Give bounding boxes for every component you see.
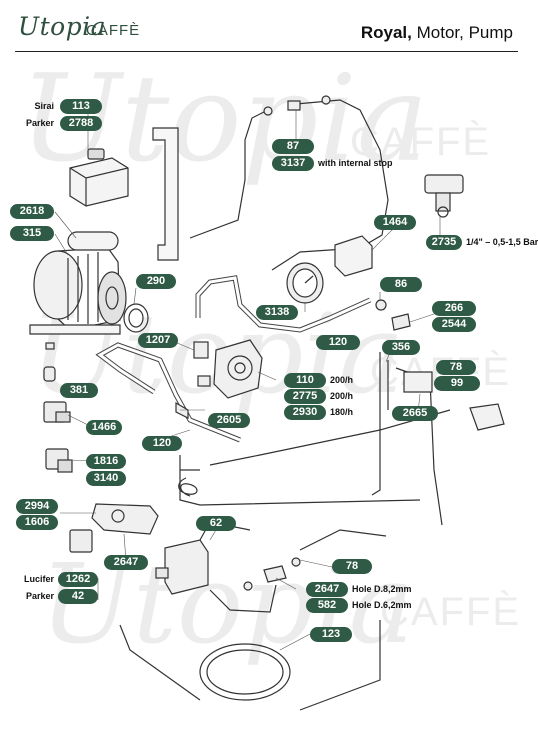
solenoid-valve-part: [45, 448, 73, 473]
callout-78-bottom[interactable]: 78: [332, 559, 372, 574]
note-pressure-range: 1/4" – 0,5-1,5 Bar: [466, 237, 538, 247]
solenoid-valve-part: [43, 401, 71, 423]
callout-1606[interactable]: 1606: [16, 515, 58, 530]
callout-1816[interactable]: 1816: [86, 454, 126, 469]
callout-2665[interactable]: 2665: [392, 406, 438, 421]
callout-266[interactable]: 266: [432, 301, 476, 316]
note-hole-6: Hole D.6,2mm: [352, 600, 412, 610]
callout-2647-right[interactable]: 2647: [306, 582, 348, 597]
callout-1466[interactable]: 1466: [86, 420, 122, 435]
copper-tube-part: [119, 584, 381, 711]
callout-290[interactable]: 290: [136, 274, 176, 289]
flexible-hose-part: [195, 275, 372, 333]
drain-hose-part: [199, 643, 291, 701]
header-divider: [15, 51, 518, 52]
bracket-1464-part: [334, 235, 373, 277]
callout-582[interactable]: 582: [306, 598, 348, 613]
callout-1464[interactable]: 1464: [374, 215, 416, 230]
fitting-2647-part: [263, 565, 287, 583]
watermark-caffe: CAFFÈ: [380, 590, 522, 634]
callout-86[interactable]: 86: [380, 277, 422, 292]
callout-2788[interactable]: 2788: [60, 116, 102, 131]
copper-tube-part: [189, 110, 267, 239]
note-sirai: Sirai: [34, 101, 54, 111]
callout-110[interactable]: 110: [284, 373, 326, 388]
callout-2647-left[interactable]: 2647: [104, 555, 148, 570]
note-internal-stop: with internal stop: [318, 158, 393, 168]
callout-356[interactable]: 356: [382, 340, 420, 355]
callout-3138[interactable]: 3138: [256, 305, 298, 320]
callout-1262[interactable]: 1262: [58, 572, 98, 587]
callout-381[interactable]: 381: [60, 383, 98, 398]
note-lucifer: Lucifer: [23, 574, 54, 584]
callout-3137[interactable]: 3137: [272, 156, 314, 171]
callout-2735[interactable]: 2735: [426, 235, 462, 250]
note-flow-2775: 200/​h: [330, 391, 354, 401]
pressurestat-part: [424, 174, 464, 218]
page-title: Royal, Motor, Pump: [361, 23, 513, 43]
note-parker: Parker: [25, 118, 54, 128]
callout-42[interactable]: 42: [58, 589, 98, 604]
watermark-caffe: CAFFÈ: [350, 120, 492, 164]
callout-2994[interactable]: 2994: [16, 499, 58, 514]
callout-120-top[interactable]: 120: [316, 335, 360, 350]
fitting-266-part: [391, 313, 411, 331]
callout-99[interactable]: 99: [434, 376, 480, 391]
callout-78-top[interactable]: 78: [436, 360, 476, 375]
page-title-bold: Royal,: [360, 23, 412, 42]
brand-logo-caffe: CAFFÈ: [86, 22, 141, 39]
callout-315[interactable]: 315: [10, 226, 54, 241]
callout-1207[interactable]: 1207: [138, 333, 178, 348]
callout-120-bottom[interactable]: 120: [142, 436, 182, 451]
rotary-pump-part: [193, 339, 263, 399]
brand-logo-script: Utopia: [18, 12, 107, 41]
callout-2605[interactable]: 2605: [208, 413, 250, 428]
copper-tube-part: [271, 99, 389, 271]
callout-87[interactable]: 87: [272, 139, 314, 154]
note-flow-110: 200/​h: [330, 375, 354, 385]
clamp-part: [123, 303, 149, 333]
mounting-bracket-part: [152, 127, 179, 261]
note-hole-8: Hole D.8,2mm: [352, 584, 412, 594]
valve-block-part: [69, 503, 159, 553]
water-box-part: [155, 539, 209, 595]
note-flow-2930: 180/​h: [330, 407, 354, 417]
fitting-86-part: [375, 299, 387, 311]
callout-3140[interactable]: 3140: [86, 471, 126, 486]
callout-113[interactable]: 113: [60, 99, 102, 114]
callout-123[interactable]: 123: [310, 627, 352, 642]
pump-motor-part: [29, 231, 127, 382]
pressure-switch-part: [69, 148, 129, 207]
page-title-rest: Motor, Pump: [411, 23, 513, 42]
coil-pipe-part: [178, 477, 198, 497]
pressure-gauge-part: [286, 262, 324, 304]
valve-99-part: [403, 371, 433, 393]
callout-2618[interactable]: 2618: [10, 204, 54, 219]
callout-2930[interactable]: 2930: [284, 405, 326, 420]
callout-62[interactable]: 62: [196, 516, 236, 531]
note-parker-2: Parker: [25, 591, 54, 601]
callout-2775[interactable]: 2775: [284, 389, 326, 404]
callout-2544[interactable]: 2544: [432, 317, 476, 332]
